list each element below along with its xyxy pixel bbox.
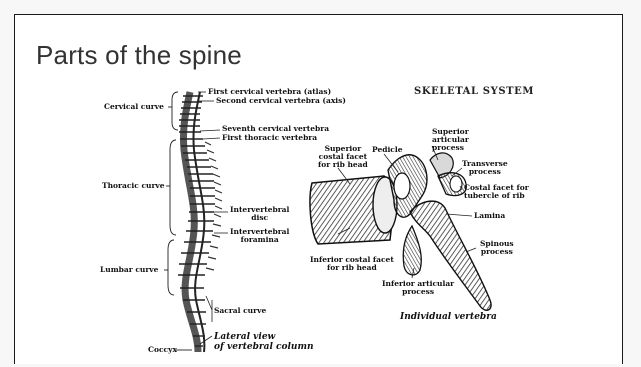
label-transverse-process: Transverse process <box>462 160 508 176</box>
label-intervertebral-disc: Intervertebral disc <box>230 206 289 222</box>
label-coccyx: Coccyx <box>148 346 177 354</box>
label-intervertebral-foramina: Intervertebral foramina <box>230 228 289 244</box>
label-sacral-curve: Sacral curve <box>214 307 266 315</box>
label-inferior-articular: Inferior articular process <box>382 280 454 296</box>
label-lumbar-curve: Lumbar curve <box>100 266 158 274</box>
label-seventh-cervical: Seventh cervical vertebra <box>222 125 329 133</box>
label-superior-costal-facet: Superior costal facet for rib head <box>318 145 368 169</box>
label-costal-facet-tubercle: Costal facet for tubercle of rib <box>464 184 529 200</box>
label-lamina: Lamina <box>474 212 505 220</box>
label-first-thoracic: First thoracic vertebra <box>222 134 317 142</box>
label-thoracic-curve: Thoracic curve <box>102 182 165 190</box>
label-inferior-costal-facet: Inferior costal facet for rib head <box>310 256 394 272</box>
label-superior-articular: Superior articular process <box>432 128 469 152</box>
label-spinous-process: Spinous process <box>480 240 514 256</box>
label-pedicle: Pedicle <box>372 146 403 154</box>
label-individual-vertebra-caption: Individual vertebra <box>400 312 497 322</box>
label-cervical-curve: Cervical curve <box>104 103 164 111</box>
label-second-cervical: Second cervical vertebra (axis) <box>216 97 346 105</box>
label-lateral-view-caption: Lateral view of vertebral column <box>214 332 314 352</box>
label-first-cervical: First cervical vertebra (atlas) <box>208 88 331 96</box>
skeletal-system-heading: SKELETAL SYSTEM <box>414 86 534 97</box>
